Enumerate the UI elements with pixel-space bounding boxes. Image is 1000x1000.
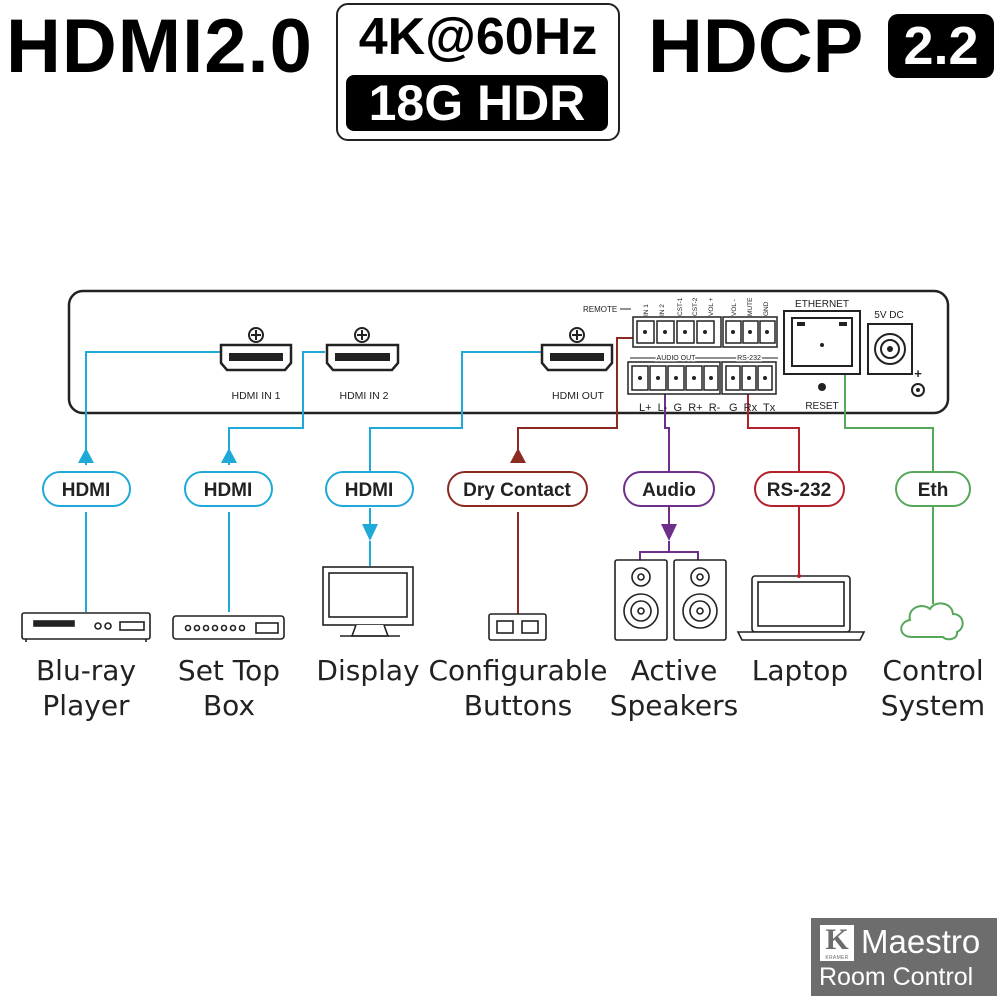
- audio-cable: [639, 392, 699, 560]
- connection-pill-eth: Eth: [895, 471, 971, 507]
- maestro-brand-badge: K KRAMER Maestro Room Control: [811, 918, 997, 996]
- bluray-player-icon: [21, 612, 151, 642]
- connection-pill-hdmi-1: HDMI: [42, 471, 131, 507]
- hdmi-in2-arrow: [221, 448, 237, 463]
- svg-text:GND: GND: [763, 301, 770, 316]
- resolution-top-text: 4K@60Hz: [358, 8, 598, 66]
- resolution-bottom-text: 18G HDR: [346, 75, 608, 131]
- svg-text:CST-2: CST-2: [692, 297, 699, 316]
- rs232-panel-label: RS-232: [737, 355, 761, 362]
- svg-text:HDMI: HDMI: [62, 480, 111, 501]
- svg-text:HDMI: HDMI: [204, 480, 253, 501]
- hdmi-in1-port: [219, 327, 293, 372]
- display-icon: [322, 566, 414, 637]
- hdcp-version-badge: 2.2: [888, 14, 994, 78]
- power-label: 5V DC: [874, 310, 903, 321]
- remote-label: REMOTE: [583, 305, 617, 314]
- hdmi-version-label: HDMI2.0: [6, 4, 313, 89]
- speakers-icon: [614, 559, 727, 641]
- ethernet-cable: [844, 373, 934, 604]
- hdmi-out-port: [540, 327, 614, 372]
- svg-text:VOL +: VOL +: [708, 297, 715, 316]
- hdmi-in1-cable: [85, 351, 222, 612]
- hdmi-in1-label: HDMI IN 1: [231, 390, 280, 402]
- svg-text:IN 2: IN 2: [659, 304, 666, 316]
- rs232-pin-labels: G Rx Tx: [729, 402, 776, 414]
- buttons-icon: [488, 613, 547, 641]
- connection-pill-rs232: RS-232: [754, 471, 845, 507]
- svg-text:Audio: Audio: [642, 480, 696, 501]
- svg-text:IN 1: IN 1: [643, 304, 650, 316]
- connection-pill-dry-contact: Dry Contact: [447, 471, 588, 507]
- svg-text:CST-1: CST-1: [677, 297, 684, 316]
- connection-pill-hdmi-3: HDMI: [325, 471, 414, 507]
- connection-pill-hdmi-2: HDMI: [184, 471, 273, 507]
- hdmi-out-label: HDMI OUT: [552, 390, 604, 402]
- svg-text:VOL -: VOL -: [731, 299, 738, 316]
- device-label-display: Display: [316, 654, 420, 687]
- power-jack: [867, 323, 925, 397]
- set-top-box-icon: [172, 615, 285, 640]
- hdmi-in2-cable: [228, 351, 325, 612]
- rs232-cable: [747, 392, 800, 576]
- ethernet-label: ETHERNET: [795, 299, 849, 310]
- laptop-icon: [736, 575, 866, 641]
- svg-text:MUTE: MUTE: [747, 297, 754, 316]
- power-plus-label: +: [914, 366, 922, 381]
- ethernet-port: [783, 310, 861, 375]
- maestro-subtitle: Room Control: [819, 963, 974, 991]
- maestro-title: Maestro: [861, 923, 981, 960]
- hdmi-in1-arrow: [78, 448, 94, 463]
- hdmi-in2-port: [325, 327, 400, 372]
- hdmi-out-arrow: [362, 524, 378, 541]
- audio-rs232-pin-dots: [638, 376, 767, 380]
- reset-button: [818, 383, 826, 391]
- audio-pin-labels: L+ L- G R+ R-: [639, 402, 721, 414]
- svg-text:RS-232: RS-232: [767, 480, 831, 501]
- audio-out-label: AUDIO OUT: [657, 355, 697, 362]
- svg-text:Dry Contact: Dry Contact: [463, 480, 571, 501]
- dry-contact-cable: [517, 337, 633, 614]
- svg-text:Eth: Eth: [918, 480, 949, 501]
- remote-pin-dots: [643, 330, 769, 334]
- audio-arrow: [661, 524, 677, 541]
- device-label-laptop: Laptop: [751, 654, 849, 687]
- hdcp-label: HDCP: [648, 4, 864, 89]
- kramer-logo: K KRAMER: [820, 925, 854, 961]
- resolution-badge: 4K@60Hz 18G HDR: [336, 3, 620, 141]
- hdmi-out-cable: [369, 351, 543, 524]
- reset-label: RESET: [805, 401, 838, 412]
- hdmi-in2-label: HDMI IN 2: [339, 390, 388, 402]
- cloud-icon: [900, 602, 964, 641]
- dry-contact-arrow: [510, 448, 526, 463]
- remote-pin-labels: IN 1 IN 2 CST-1 CST-2 VOL + VOL - MUTE G…: [643, 297, 770, 316]
- connection-pill-audio: Audio: [623, 471, 715, 507]
- svg-text:HDMI: HDMI: [345, 480, 394, 501]
